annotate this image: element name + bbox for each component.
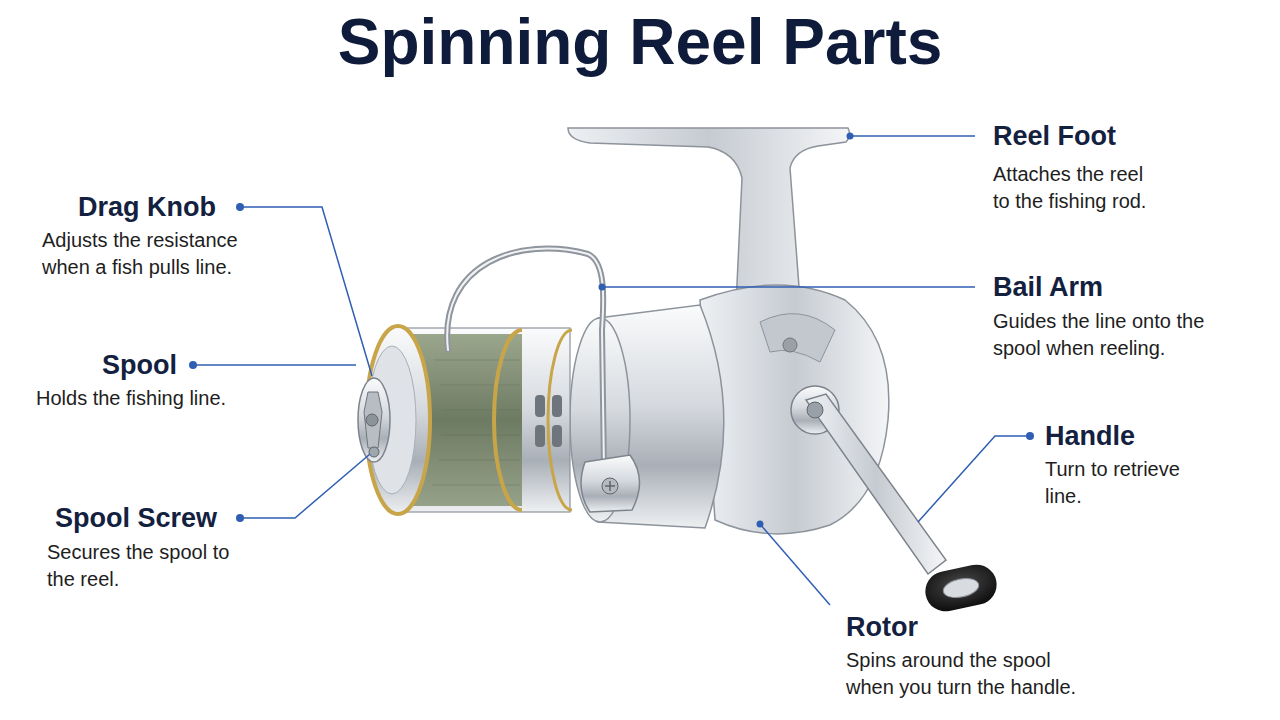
spool-screw-shape <box>369 447 379 457</box>
spool-gold-rim <box>366 326 430 514</box>
leader-dot <box>847 133 854 140</box>
bail-screw <box>602 478 618 494</box>
part-name: Spool <box>102 349 177 381</box>
leader-dot <box>236 203 244 211</box>
leader-dot <box>1026 432 1034 440</box>
leader-line <box>918 436 1030 522</box>
leader-line <box>602 286 975 288</box>
leader-dot <box>599 284 606 291</box>
part-description: Guides the line onto the spool when reel… <box>993 308 1223 362</box>
spool-skirt-hole <box>535 425 545 447</box>
leader-line <box>240 454 370 518</box>
leader-dot <box>236 514 244 522</box>
bail-wire-highlight <box>447 249 604 470</box>
bail-wire <box>447 249 604 470</box>
leader-line <box>193 364 356 366</box>
part-description: Secures the spool to the reel. <box>47 539 247 593</box>
part-description: Attaches the reel to the fishing rod. <box>993 161 1158 215</box>
spool-skirt-hole <box>552 395 562 417</box>
gold-ring <box>494 330 522 510</box>
part-description: Adjusts the resistance when a fish pulls… <box>42 227 267 281</box>
gold-ring <box>548 330 572 510</box>
part-name: Handle <box>1045 420 1135 452</box>
spool-skirt-hole <box>552 425 562 447</box>
part-description: Turn to retrieve line. <box>1045 456 1205 510</box>
part-description: Holds the fishing line. <box>36 385 296 412</box>
reel-foot-shape <box>568 128 850 305</box>
spool-lip <box>366 326 430 514</box>
bail-screw-slot <box>605 481 615 491</box>
drag-knob-grip <box>364 392 382 448</box>
leader-dot <box>757 521 764 528</box>
handle-knob <box>922 561 1001 615</box>
part-description: Spins around the spool when you turn the… <box>846 647 1086 701</box>
part-name: Reel Foot <box>993 120 1116 152</box>
gear-housing <box>700 285 889 534</box>
part-name: Bail Arm <box>993 271 1103 303</box>
part-name: Drag Knob <box>78 191 216 223</box>
part-name: Rotor <box>846 611 918 643</box>
bail-bracket <box>581 455 640 512</box>
diagram-title: Spinning Reel Parts <box>0 4 1280 81</box>
handle-knob-insert <box>942 575 981 600</box>
leader-dot <box>189 361 197 369</box>
handle-arm <box>806 394 946 574</box>
leader-line <box>850 135 975 137</box>
leader-line <box>240 207 372 376</box>
housing-cutout <box>760 314 835 362</box>
drag-knob-shape <box>358 378 390 462</box>
housing-screw <box>783 338 797 352</box>
part-name: Spool Screw <box>55 502 217 534</box>
leader-line <box>760 524 830 605</box>
spool-skirt-hole <box>535 395 545 417</box>
drag-knob-cap <box>366 414 378 426</box>
handle-nut <box>807 402 823 418</box>
